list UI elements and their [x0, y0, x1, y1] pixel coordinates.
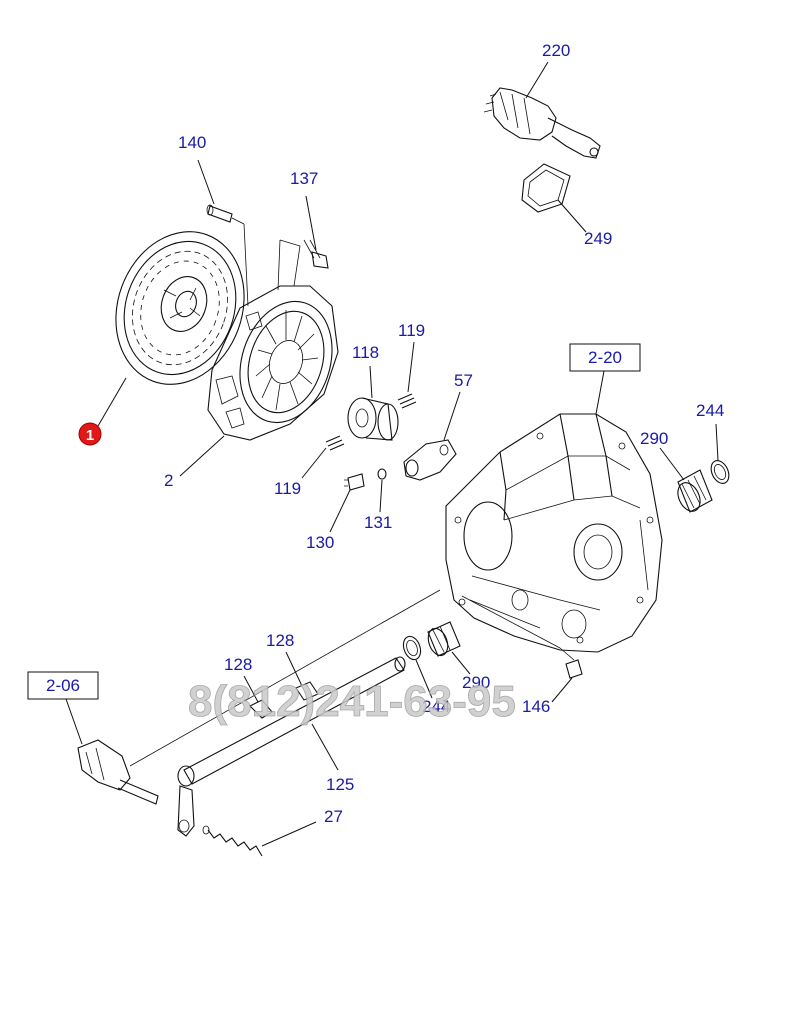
- label-2: 2: [164, 471, 173, 490]
- label-1: 1: [86, 427, 94, 444]
- part-slave-cylinder[interactable]: [77, 739, 159, 805]
- ref-box-2-06[interactable]: 2-06: [27, 671, 99, 700]
- part-290-needle-bearing-upper[interactable]: [674, 469, 713, 515]
- part-244-ring-upper[interactable]: [708, 458, 733, 487]
- label-244-lower: 244: [422, 697, 450, 716]
- label-128-left: 128: [224, 655, 252, 674]
- part-2-pressure-plate[interactable]: [207, 285, 347, 441]
- part-130-bolt[interactable]: [344, 473, 365, 491]
- label-249: 249: [584, 229, 612, 248]
- label-128-right: 128: [266, 631, 294, 650]
- label-137: 137: [290, 169, 318, 188]
- part-125-cross-shaft[interactable]: [177, 656, 406, 837]
- ref-box-2-20[interactable]: 2-20: [569, 343, 641, 372]
- part-137-bolt[interactable]: [303, 239, 329, 269]
- part-290-needle-bearing-lower[interactable]: [425, 621, 461, 658]
- label-140: 140: [178, 133, 206, 152]
- label-220: 220: [542, 41, 570, 60]
- part-131-washer[interactable]: [377, 468, 387, 480]
- part-118-release-bearing[interactable]: [347, 397, 399, 441]
- part-244-ring-lower[interactable]: [400, 634, 423, 662]
- part-119-clip-lower[interactable]: [325, 435, 345, 451]
- part-57-release-fork[interactable]: [403, 439, 457, 481]
- phone-watermark: 8(812)241-63-95: [188, 677, 516, 726]
- label-27: 27: [324, 807, 343, 826]
- part-140-pin[interactable]: [206, 204, 233, 223]
- ref-2-06-text: 2-06: [46, 676, 80, 695]
- label-244-upper: 244: [696, 401, 724, 420]
- label-118: 118: [352, 343, 379, 362]
- label-57: 57: [454, 371, 473, 390]
- part-1-clutch-disc[interactable]: [95, 213, 265, 402]
- label-290-upper: 290: [640, 429, 668, 448]
- part-220-cylinder[interactable]: [483, 87, 601, 159]
- label-146: 146: [522, 697, 550, 716]
- label-290-lower: 290: [462, 673, 490, 692]
- label-131: 131: [364, 513, 392, 532]
- part-27-spring[interactable]: [202, 825, 263, 857]
- label-130: 130: [306, 533, 334, 552]
- label-119-upper: 119: [398, 321, 425, 340]
- ref-2-20-text: 2-20: [588, 348, 622, 367]
- label-1-badge[interactable]: 1: [78, 422, 102, 446]
- label-119-lower: 119: [274, 479, 301, 498]
- part-119-clip-upper[interactable]: [397, 393, 417, 409]
- part-146-bolt[interactable]: [559, 647, 583, 679]
- part-bell-housing[interactable]: [445, 413, 663, 653]
- label-125: 125: [326, 775, 354, 794]
